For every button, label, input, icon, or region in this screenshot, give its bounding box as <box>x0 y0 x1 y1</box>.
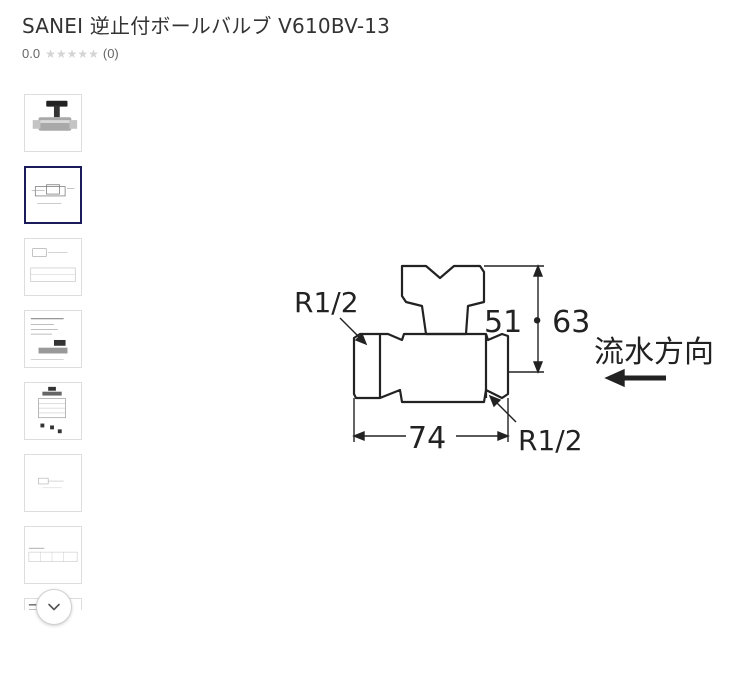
thumbnail-drawing[interactable] <box>24 454 82 512</box>
rating-summary: 0.0 ★★★★★ (0) <box>22 46 119 61</box>
spec-sheet-icon <box>30 318 68 360</box>
spec-drawing-icon <box>30 248 76 282</box>
drawing-label-height: 51・63 <box>484 305 590 340</box>
thumbnail-strip <box>24 94 86 610</box>
drawing-label-r-bottom: R1/2 <box>518 424 583 457</box>
drawing-label-r-top: R1/2 <box>294 286 359 319</box>
chart-sheet-icon <box>38 386 66 434</box>
thumbnail-table-sheet[interactable] <box>24 526 82 584</box>
dimension-drawing: R1/2 51・63 流水方向 74 R1/2 <box>294 264 714 457</box>
chevron-down-icon <box>48 603 60 611</box>
thumbnail-spec-drawing[interactable] <box>24 238 82 296</box>
thumbnail-product-photo[interactable] <box>24 94 82 152</box>
thumbnail-chart-sheet[interactable] <box>24 382 82 440</box>
drawing-label-width: 74 <box>408 421 446 456</box>
rating-stars-icon: ★★★★★ <box>45 46 99 61</box>
drawing-label-flow: 流水方向 <box>594 335 714 370</box>
main-product-image: R1/2 51・63 流水方向 74 R1/2 <box>260 230 746 490</box>
rating-value: 0.0 <box>22 46 41 61</box>
drawing-icon <box>38 477 64 489</box>
table-sheet-icon <box>28 547 78 562</box>
product-photo-icon <box>32 100 78 131</box>
product-title: SANEI 逆止付ボールバルブ V610BV-13 <box>22 14 391 38</box>
thumbnail-spec-sheet[interactable] <box>24 310 82 368</box>
review-count[interactable]: (0) <box>102 46 119 61</box>
thumbnail-dimension-drawing[interactable] <box>24 166 82 224</box>
dimension-drawing-icon <box>31 184 75 204</box>
thumbnail-scroll-down-button[interactable] <box>36 589 72 625</box>
